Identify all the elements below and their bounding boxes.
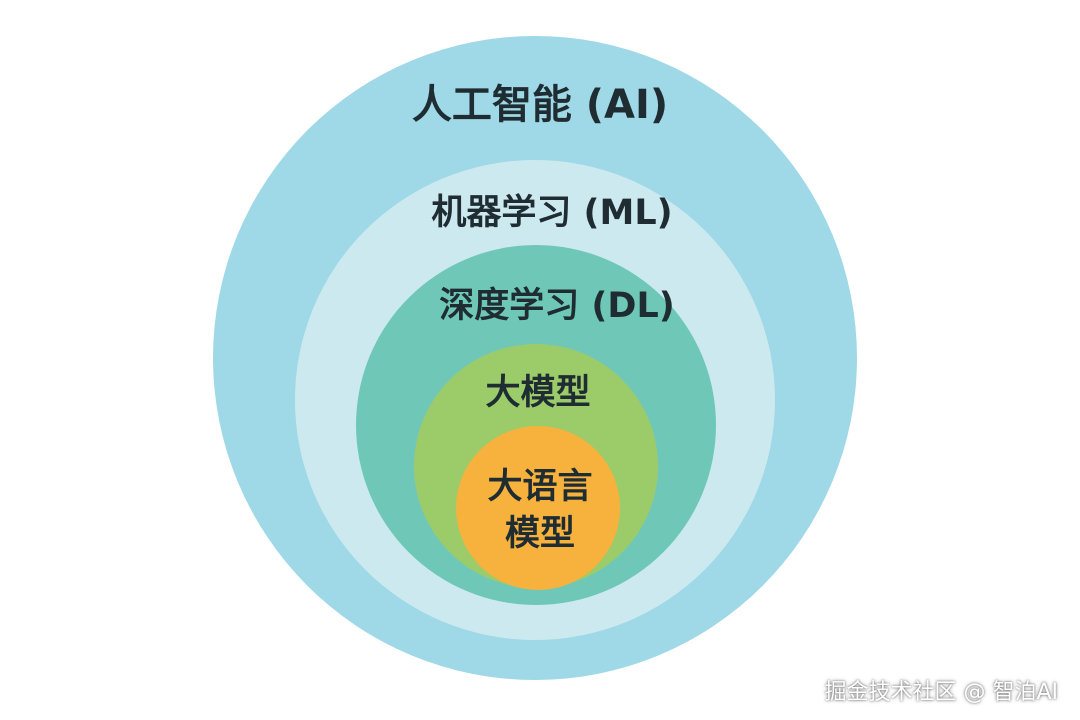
label-llm-line-2: 模型 xyxy=(505,514,575,554)
label-llm-line-1: 大语言 xyxy=(487,467,592,507)
label-dl: 深度学习 (DL) xyxy=(439,285,675,326)
label-ml: 机器学习 (ML) xyxy=(431,192,672,233)
circle-llm xyxy=(456,426,620,590)
watermark: 掘金技术社区 @ 智泊AI xyxy=(824,680,1058,705)
label-ai: 人工智能 (AI) xyxy=(412,82,668,128)
label-large-model: 大模型 xyxy=(485,373,590,413)
